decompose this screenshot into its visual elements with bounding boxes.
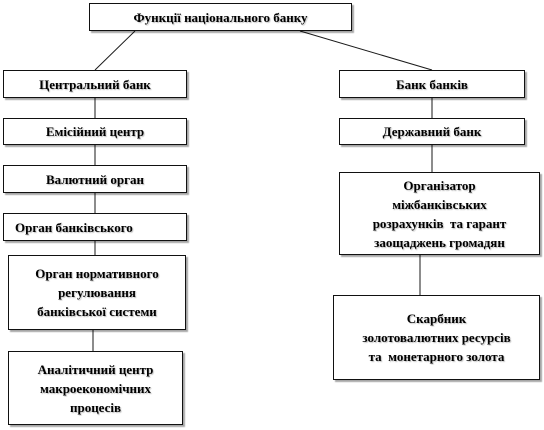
box-line: Організатор (403, 177, 476, 193)
box-line: макроекономічних (39, 380, 152, 396)
box-line: та монетарного золота (368, 349, 505, 364)
box-central-bank-text: Центральний банк (39, 76, 151, 92)
box-title-text: Функції національного банку (133, 9, 308, 25)
box-analytics-center: Аналітичний центр макроекономічних проце… (8, 351, 183, 425)
box-gold-reserves-treasurer: Скарбник золотовалютних ресурсів та моне… (333, 295, 540, 380)
box-line: банківської системи (37, 304, 157, 319)
box-line: заощаджень громадян (374, 234, 505, 250)
box-line: процесів (69, 399, 122, 415)
box-line: Аналітичний центр (37, 361, 154, 377)
box-line: золотовалютних ресурсів (362, 330, 511, 345)
box-line: Державний банк (382, 124, 482, 139)
box-central-bank: Центральний банк (3, 70, 187, 98)
box-regulatory-authority: Орган нормативного регулювання банківськ… (8, 255, 186, 330)
box-banking-supervision: Орган банківського (3, 213, 187, 241)
box-settlements-organizer: Організатор міжбанківських розрахунків т… (339, 172, 540, 255)
box-line: Скарбник (406, 311, 467, 326)
box-emission-center: Емісійний центр (3, 118, 187, 145)
connector-title-to-central-bank (94, 30, 136, 71)
box-line: розрахунків та гарант (372, 215, 507, 231)
box-line: регулювання (58, 285, 136, 300)
box-currency-authority: Валютний орган (3, 165, 187, 193)
box-line: міжбанківських (392, 196, 487, 212)
box-bank-of-banks-text: Банк банків (396, 76, 468, 92)
box-functions-title: Функції національного банку (89, 3, 352, 31)
box-line: Орган банківського (15, 219, 133, 235)
box-line: Орган нормативного (35, 266, 159, 281)
box-bank-of-banks: Банк банків (339, 70, 525, 98)
box-line: Валютний орган (45, 171, 145, 187)
box-state-bank: Державний банк (339, 118, 525, 145)
box-line: Емісійний центр (45, 124, 145, 139)
connector-title-to-bank-of-banks (299, 30, 433, 71)
